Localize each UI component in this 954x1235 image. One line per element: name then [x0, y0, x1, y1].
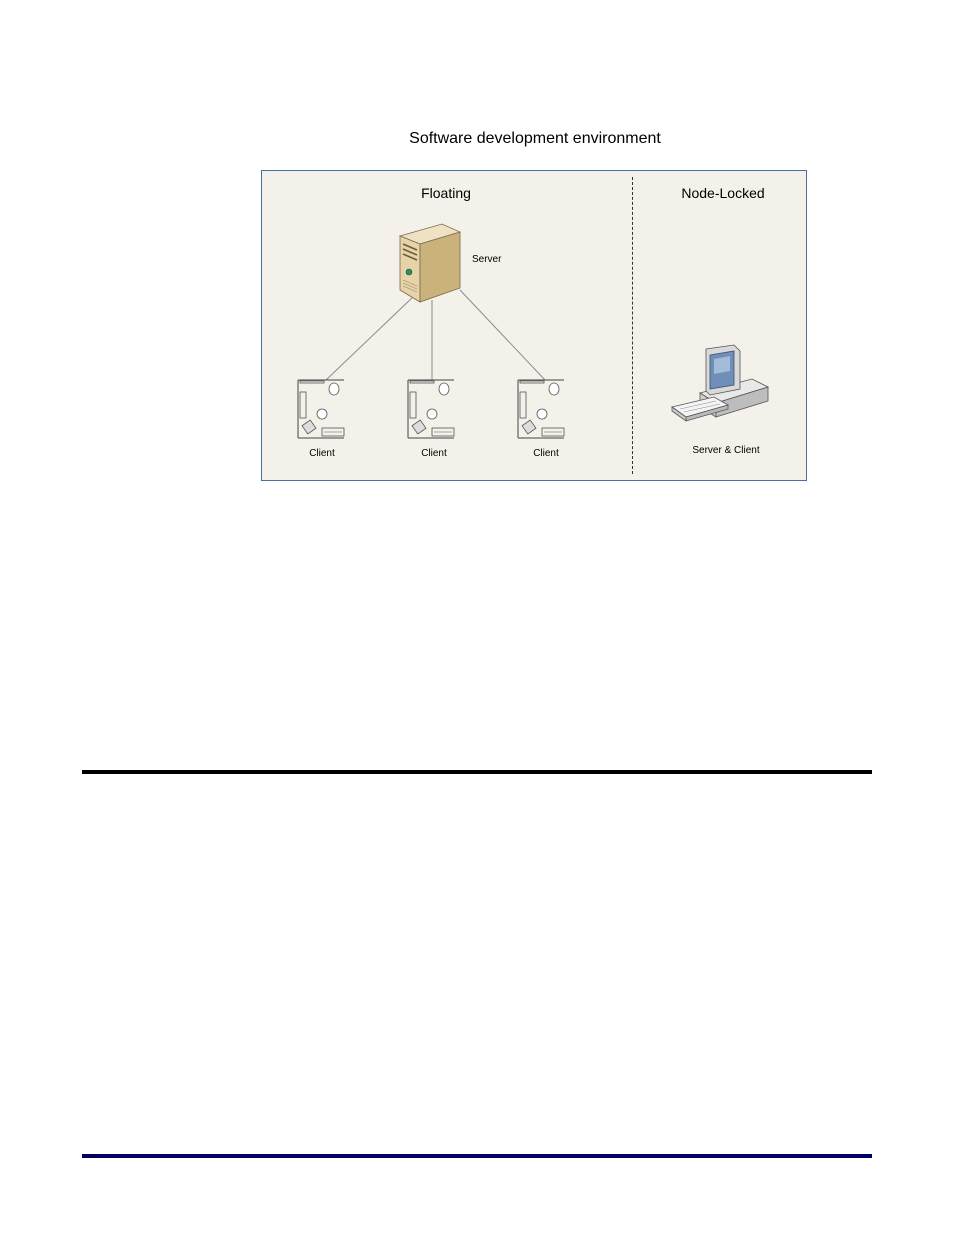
- connection-line-client-1: [326, 296, 414, 380]
- workstation-desk-icon: [296, 376, 348, 440]
- server-label: Server: [472, 254, 518, 266]
- client-label: Client: [292, 448, 352, 460]
- workstation-desk-icon: [406, 376, 458, 440]
- workstation-desk-icon: [516, 376, 568, 440]
- server-tower-icon: [398, 222, 462, 304]
- section-divider-rule: [82, 770, 872, 774]
- client-label: Client: [516, 448, 576, 460]
- connection-line-client-3: [460, 290, 545, 380]
- client-label: Client: [404, 448, 464, 460]
- server-and-client-label: Server & Client: [671, 445, 781, 457]
- footer-rule: [82, 1154, 872, 1158]
- desktop-computer-icon: [670, 343, 770, 437]
